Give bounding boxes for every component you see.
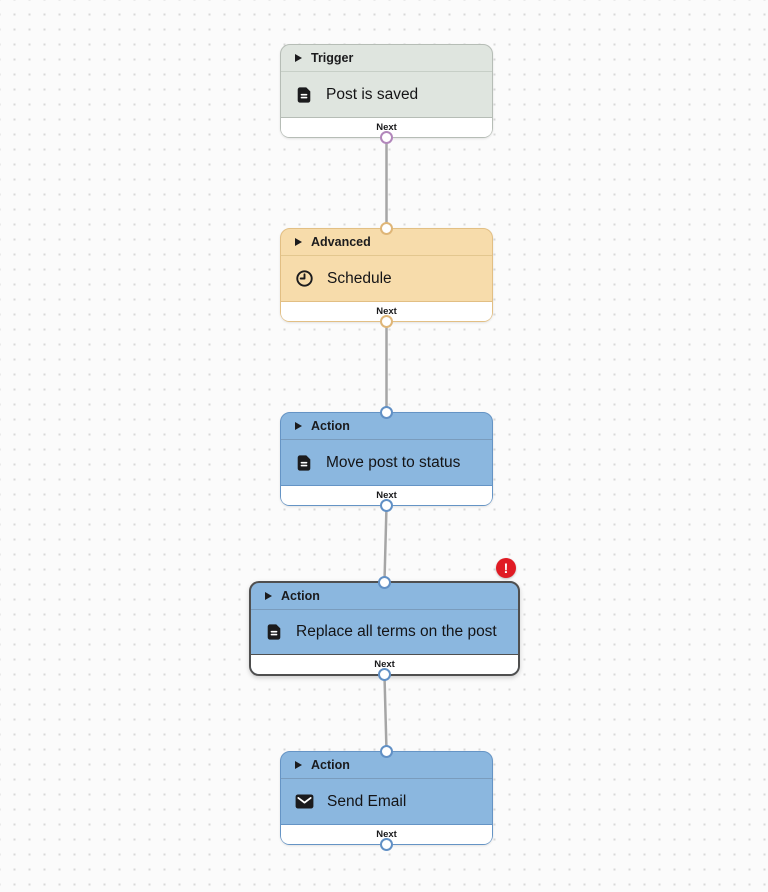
node-header[interactable]: Action bbox=[251, 583, 518, 610]
node-advanced-schedule[interactable]: Advanced Schedule Next bbox=[280, 222, 493, 328]
next-label: Next bbox=[376, 490, 397, 501]
output-port[interactable] bbox=[378, 668, 391, 681]
node-header[interactable]: Trigger bbox=[281, 45, 492, 72]
output-port[interactable] bbox=[380, 131, 393, 144]
node-title: Move post to status bbox=[326, 453, 461, 471]
node-category-label: Advanced bbox=[311, 235, 371, 249]
next-label: Next bbox=[376, 306, 397, 317]
output-port[interactable] bbox=[380, 315, 393, 328]
document-icon bbox=[295, 86, 313, 104]
node-title: Replace all terms on the post bbox=[296, 623, 497, 640]
node-category-label: Action bbox=[311, 758, 350, 772]
node-title: Post is saved bbox=[326, 85, 419, 103]
document-icon bbox=[265, 623, 283, 641]
node-body[interactable]: Post is saved bbox=[281, 72, 492, 117]
clock-icon bbox=[295, 269, 314, 288]
output-port[interactable] bbox=[380, 838, 393, 851]
edge-connector bbox=[383, 505, 388, 582]
error-badge[interactable]: ! bbox=[496, 558, 516, 578]
node-body[interactable]: Move post to status bbox=[281, 440, 492, 485]
node-header[interactable]: Advanced bbox=[281, 229, 492, 256]
node-category-label: Action bbox=[311, 419, 350, 433]
node-footer: Next bbox=[281, 301, 492, 321]
edge-connector bbox=[383, 675, 388, 752]
node-footer: Next bbox=[281, 117, 492, 137]
node-body[interactable]: Schedule bbox=[281, 256, 492, 301]
node-category-label: Action bbox=[281, 589, 320, 603]
node-action-move-post-to-status[interactable]: Action Move post to status Next bbox=[280, 406, 493, 512]
node-title: Send Email bbox=[327, 792, 407, 810]
node-header[interactable]: Action bbox=[281, 752, 492, 779]
error-exclamation-icon: ! bbox=[503, 560, 509, 576]
envelope-icon bbox=[295, 794, 314, 809]
document-icon bbox=[295, 454, 313, 472]
node-trigger-post-is-saved[interactable]: Trigger Post is saved Next bbox=[280, 44, 493, 144]
output-port[interactable] bbox=[380, 499, 393, 512]
input-port[interactable] bbox=[380, 745, 393, 758]
node-header[interactable]: Action bbox=[281, 413, 492, 440]
node-footer: Next bbox=[281, 824, 492, 844]
input-port[interactable] bbox=[378, 576, 391, 589]
next-label: Next bbox=[376, 829, 397, 840]
node-category-label: Trigger bbox=[311, 51, 354, 65]
node-body[interactable]: Send Email bbox=[281, 779, 492, 824]
input-port[interactable] bbox=[380, 222, 393, 235]
disclosure-triangle-icon bbox=[295, 54, 302, 62]
disclosure-triangle-icon bbox=[295, 422, 302, 430]
disclosure-triangle-icon bbox=[295, 761, 302, 769]
node-footer: Next bbox=[281, 485, 492, 505]
node-title: Schedule bbox=[327, 269, 392, 287]
node-action-send-email[interactable]: Action Send Email Next bbox=[280, 745, 493, 851]
node-body[interactable]: Replace all terms on the post bbox=[251, 610, 518, 654]
disclosure-triangle-icon bbox=[265, 592, 272, 600]
input-port[interactable] bbox=[380, 406, 393, 419]
disclosure-triangle-icon bbox=[295, 238, 302, 246]
node-action-replace-all-terms[interactable]: Action Replace all terms on the post Nex… bbox=[249, 558, 520, 681]
next-label: Next bbox=[374, 659, 395, 670]
next-label: Next bbox=[376, 122, 397, 133]
node-footer: Next bbox=[251, 654, 518, 674]
